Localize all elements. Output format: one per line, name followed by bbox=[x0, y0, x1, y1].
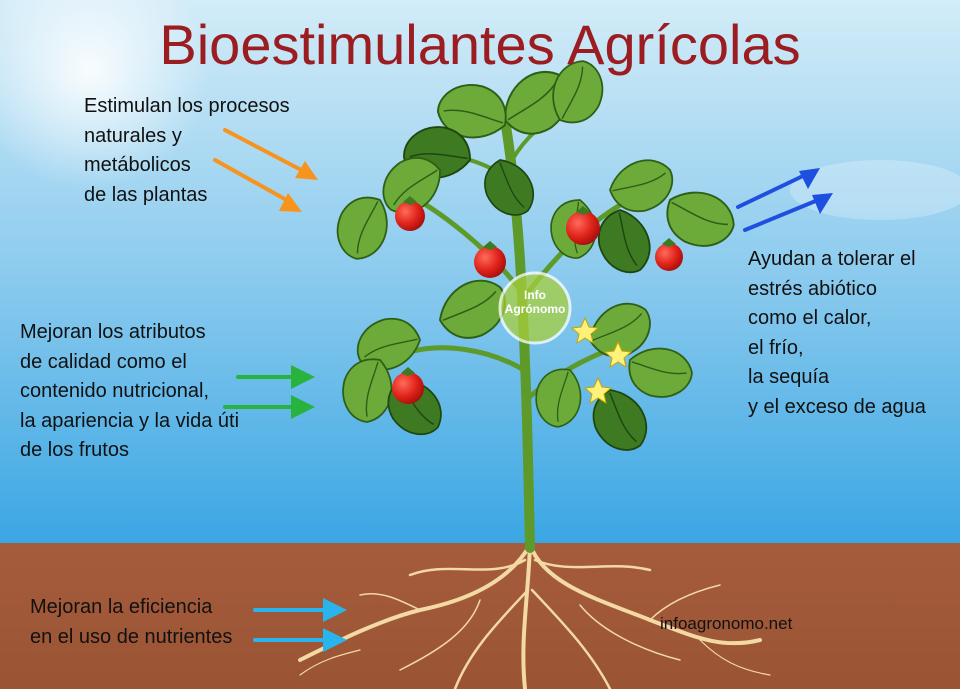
arrow-orange-top bbox=[223, 128, 318, 180]
benefit-line: Mejoran los atributos bbox=[20, 321, 206, 343]
arrow-blue-bottom bbox=[743, 193, 833, 232]
benefit-line: la sequía bbox=[748, 366, 830, 388]
website-credit: infoagronomo.net bbox=[660, 614, 793, 633]
watermark-text: Info Agrónomo bbox=[500, 288, 570, 316]
benefit-line: y el exceso de agua bbox=[748, 395, 926, 418]
benefit-line: Mejoran la eficiencia bbox=[30, 596, 213, 618]
benefit-metabolic-processes: Estimulan los procesos naturales y metáb… bbox=[84, 92, 290, 210]
benefit-line: como el calor, bbox=[748, 307, 872, 329]
watermark-line-1: Info bbox=[524, 288, 546, 302]
benefit-line: en el uso de nutrientes bbox=[30, 625, 233, 648]
arrow-orange-bottom bbox=[213, 158, 302, 212]
benefit-line: Ayudan a tolerar el bbox=[748, 248, 916, 270]
benefit-line: de calidad como el bbox=[20, 350, 187, 373]
arrow-green-top bbox=[236, 365, 315, 389]
watermark-line-2: Agrónomo bbox=[504, 302, 566, 316]
benefit-fruit-quality: Mejoran los atributos de calidad como el… bbox=[20, 318, 239, 466]
page-title: Bioestimulantes Agrícolas bbox=[159, 13, 801, 76]
benefit-line: contenido nutricional, bbox=[20, 380, 210, 402]
benefit-abiotic-stress: Ayudan a tolerar el estrés abiótico como… bbox=[748, 245, 926, 422]
benefit-line: de los frutos bbox=[20, 439, 129, 461]
arrow-blue-top bbox=[736, 168, 820, 209]
benefit-line: Estimulan los procesos bbox=[84, 95, 290, 117]
benefit-line: de las plantas bbox=[84, 183, 208, 206]
arrow-cyan-bottom bbox=[253, 628, 347, 652]
arrow-green-bottom bbox=[223, 395, 315, 419]
benefit-line: metábolicos bbox=[84, 154, 191, 176]
benefit-line: la apariencia y la vida úti bbox=[20, 409, 240, 432]
watermark-logo bbox=[498, 271, 572, 345]
benefit-nutrient-efficiency: Mejoran la eficiencia en el uso de nutri… bbox=[30, 593, 232, 652]
benefit-line: naturales y bbox=[84, 124, 182, 147]
benefit-line: el frío, bbox=[748, 336, 804, 359]
benefit-line: estrés abiótico bbox=[748, 277, 877, 300]
arrow-cyan-top bbox=[253, 598, 347, 622]
